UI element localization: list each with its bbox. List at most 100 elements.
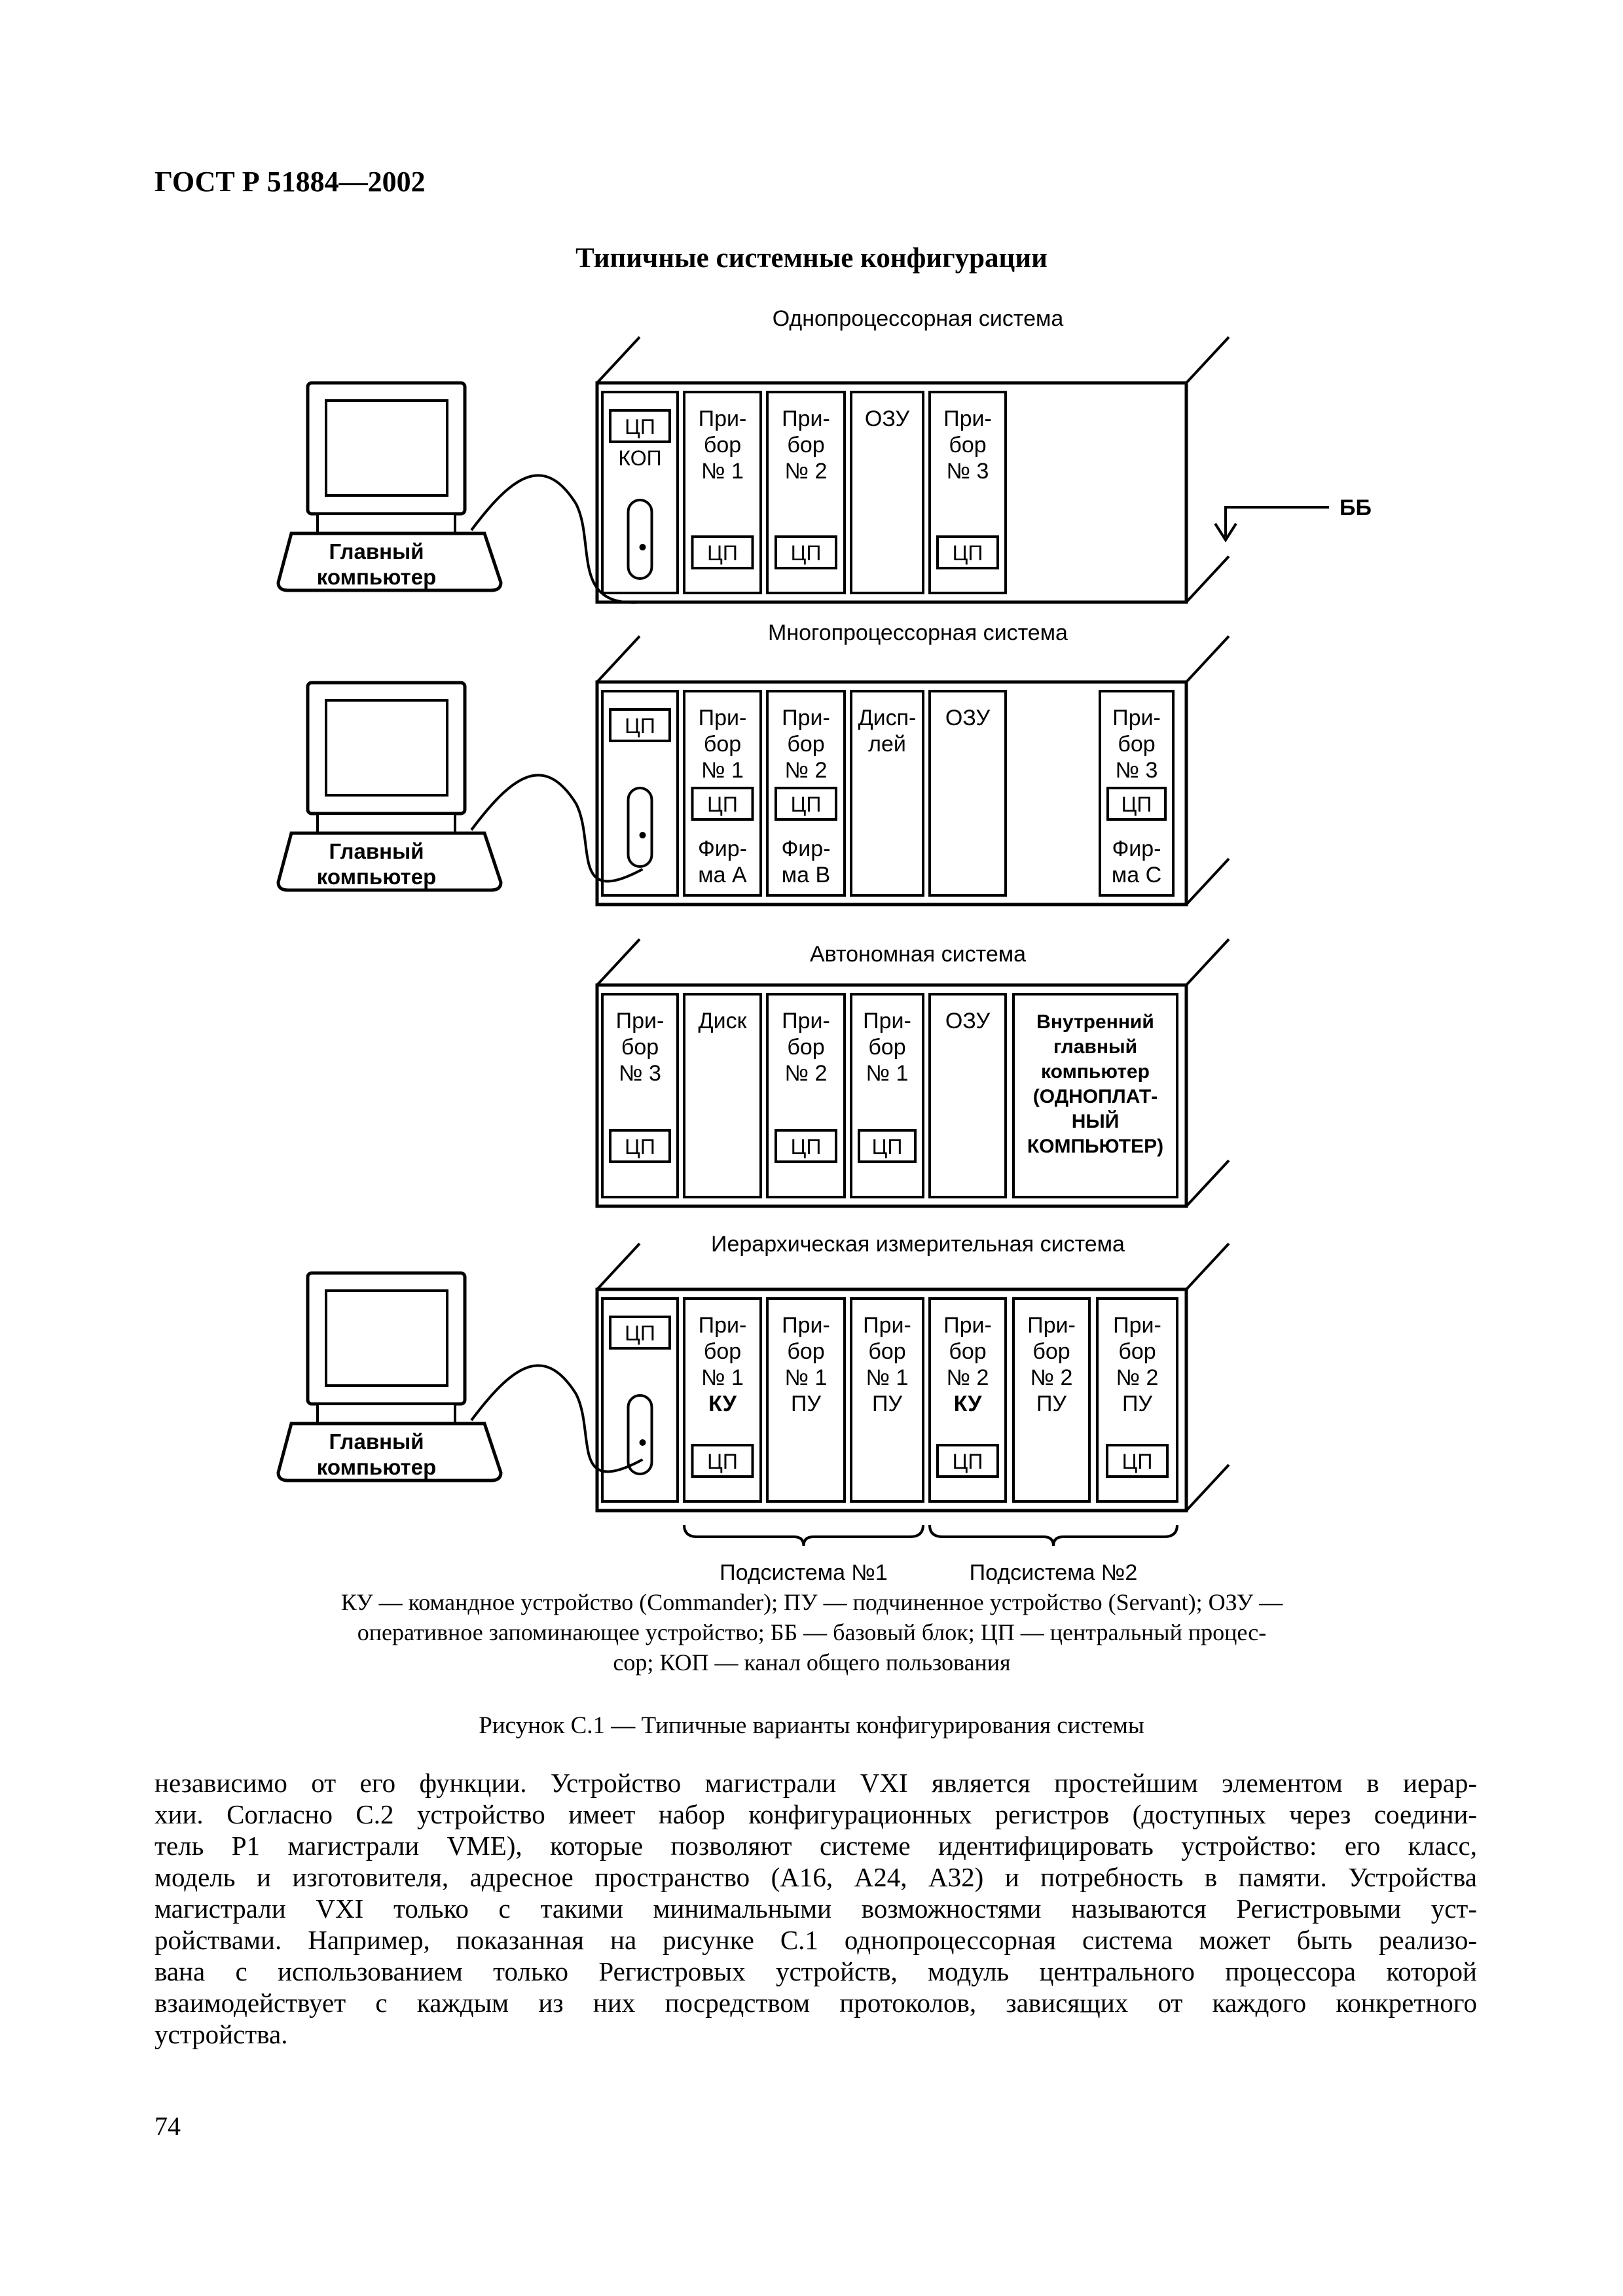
paragraph-line: вана с использованием только Регистровых…	[155, 1956, 1477, 1986]
card-slot	[766, 391, 846, 594]
bus-connector	[627, 1394, 653, 1475]
paragraph-line: устройства.	[155, 2019, 288, 2049]
cpu-box	[691, 1444, 754, 1478]
card-label: № 1	[701, 758, 744, 783]
card-sublabel: КОП	[618, 446, 661, 470]
card-label: Внутренний	[1036, 1011, 1154, 1033]
cpu-box	[609, 708, 671, 742]
card-label: № 1	[866, 1365, 909, 1390]
cpu-label: ЦП	[707, 541, 738, 565]
card-slot	[766, 1297, 846, 1503]
card-label: № 2	[947, 1365, 989, 1390]
card-slot	[850, 690, 924, 897]
perspective-line	[596, 938, 641, 986]
bus-connector	[627, 499, 653, 580]
perspective-line	[596, 635, 641, 683]
cpu-box	[775, 1129, 837, 1163]
cpu-box	[1106, 1444, 1169, 1478]
paragraph-line: тель Р1 магистрали VME), которые позволя…	[155, 1831, 1477, 1861]
host-label: Главный	[329, 1429, 424, 1454]
card-label: ОЗУ	[945, 1009, 991, 1033]
card-label: При-	[863, 1313, 911, 1338]
monitor-stand	[316, 512, 456, 535]
keyboard-base	[276, 831, 503, 892]
card-label: ОЗУ	[865, 406, 910, 431]
bb-label: ББ	[1340, 495, 1372, 520]
card-label: При-	[699, 706, 747, 730]
card-label: бор	[949, 1339, 986, 1364]
chassis-frame	[595, 1287, 1188, 1513]
cpu-box	[858, 1129, 917, 1163]
connector-pin	[639, 832, 646, 838]
panel-title: Однопроцессорная система	[773, 306, 1064, 331]
card-label: № 1	[785, 1365, 828, 1390]
chassis-frame	[595, 381, 1188, 604]
card-slot	[1012, 1297, 1091, 1503]
card-slot	[928, 1297, 1007, 1503]
cpu-box	[609, 409, 671, 443]
card-label: При-	[1113, 1313, 1161, 1338]
body-paragraph: независимо от его функции. Устройство ма…	[155, 1767, 1477, 2050]
chassis-panel	[595, 635, 1230, 906]
bb-pointer-line	[1224, 506, 1329, 537]
monitor-stand	[316, 812, 456, 834]
card-label: № 3	[947, 459, 989, 484]
card-label: № 1	[866, 1061, 909, 1086]
monitor-screen	[325, 399, 448, 497]
subsystem-label: Подсистема №2	[970, 1560, 1138, 1584]
host-label: компьютер	[317, 565, 436, 589]
firm-label: Фир-	[1112, 836, 1161, 861]
card-label: бор	[1032, 1339, 1070, 1364]
panel-title: Автономная система	[810, 942, 1026, 967]
card-label: главный	[1053, 1036, 1137, 1058]
subsystem-brace	[683, 1524, 924, 1547]
host-label: компьютер	[317, 865, 436, 889]
perspective-line	[1185, 938, 1230, 986]
card-slot	[1012, 993, 1178, 1198]
card-label: При-	[782, 1313, 830, 1338]
card-label: № 2	[1030, 1365, 1073, 1390]
card-label: № 1	[701, 1365, 744, 1390]
card-label: бор	[704, 433, 741, 457]
card-label: КУ	[954, 1391, 983, 1416]
cpu-box	[775, 535, 837, 569]
cpu-box	[1106, 787, 1167, 821]
card-label: бор	[787, 732, 824, 757]
card-label: Диск	[699, 1009, 748, 1033]
host-label: Главный	[329, 839, 424, 863]
document-header: ГОСТ Р 51884—2002	[155, 166, 426, 198]
figure-legend: КУ — командное устройство (Commander); П…	[249, 1587, 1375, 1677]
card-label: При-	[782, 406, 830, 431]
card-slot	[601, 993, 679, 1198]
card-slot	[850, 391, 924, 594]
card-label: бор	[1118, 732, 1155, 757]
perspective-line	[1185, 1463, 1230, 1512]
host-label: Главный	[329, 539, 424, 564]
card-label: (ОДНОПЛАТ-	[1033, 1086, 1158, 1107]
card-label: бор	[868, 1035, 905, 1060]
paragraph-line: взаимодействует с каждым из них посредст…	[155, 1988, 1477, 2018]
firm-label: Фир-	[698, 836, 747, 861]
card-label: № 2	[1116, 1365, 1159, 1390]
perspective-line	[1185, 1159, 1230, 1208]
host-cable	[470, 474, 643, 604]
host-cable	[470, 774, 644, 883]
card-label: ПУ	[1122, 1391, 1152, 1416]
card-label: № 3	[1116, 758, 1158, 783]
card-label: Дисп-	[858, 706, 917, 730]
perspective-line	[1185, 857, 1230, 906]
firm-label: ма С	[1112, 863, 1161, 888]
host-cable	[470, 1364, 644, 1473]
bb-arrowhead	[1214, 522, 1237, 543]
cpu-label: ЦП	[953, 1450, 983, 1473]
monitor-screen	[325, 1289, 448, 1387]
card-label: № 2	[785, 758, 828, 783]
card-label: бор	[787, 1339, 824, 1364]
card-label: бор	[868, 1339, 905, 1364]
card-label: При-	[943, 1313, 992, 1338]
keyboard-base	[276, 531, 503, 592]
card-label: При-	[943, 406, 992, 431]
chassis-frame	[595, 983, 1188, 1208]
card-label: бор	[787, 1035, 824, 1060]
cpu-label: ЦП	[1122, 1450, 1153, 1473]
